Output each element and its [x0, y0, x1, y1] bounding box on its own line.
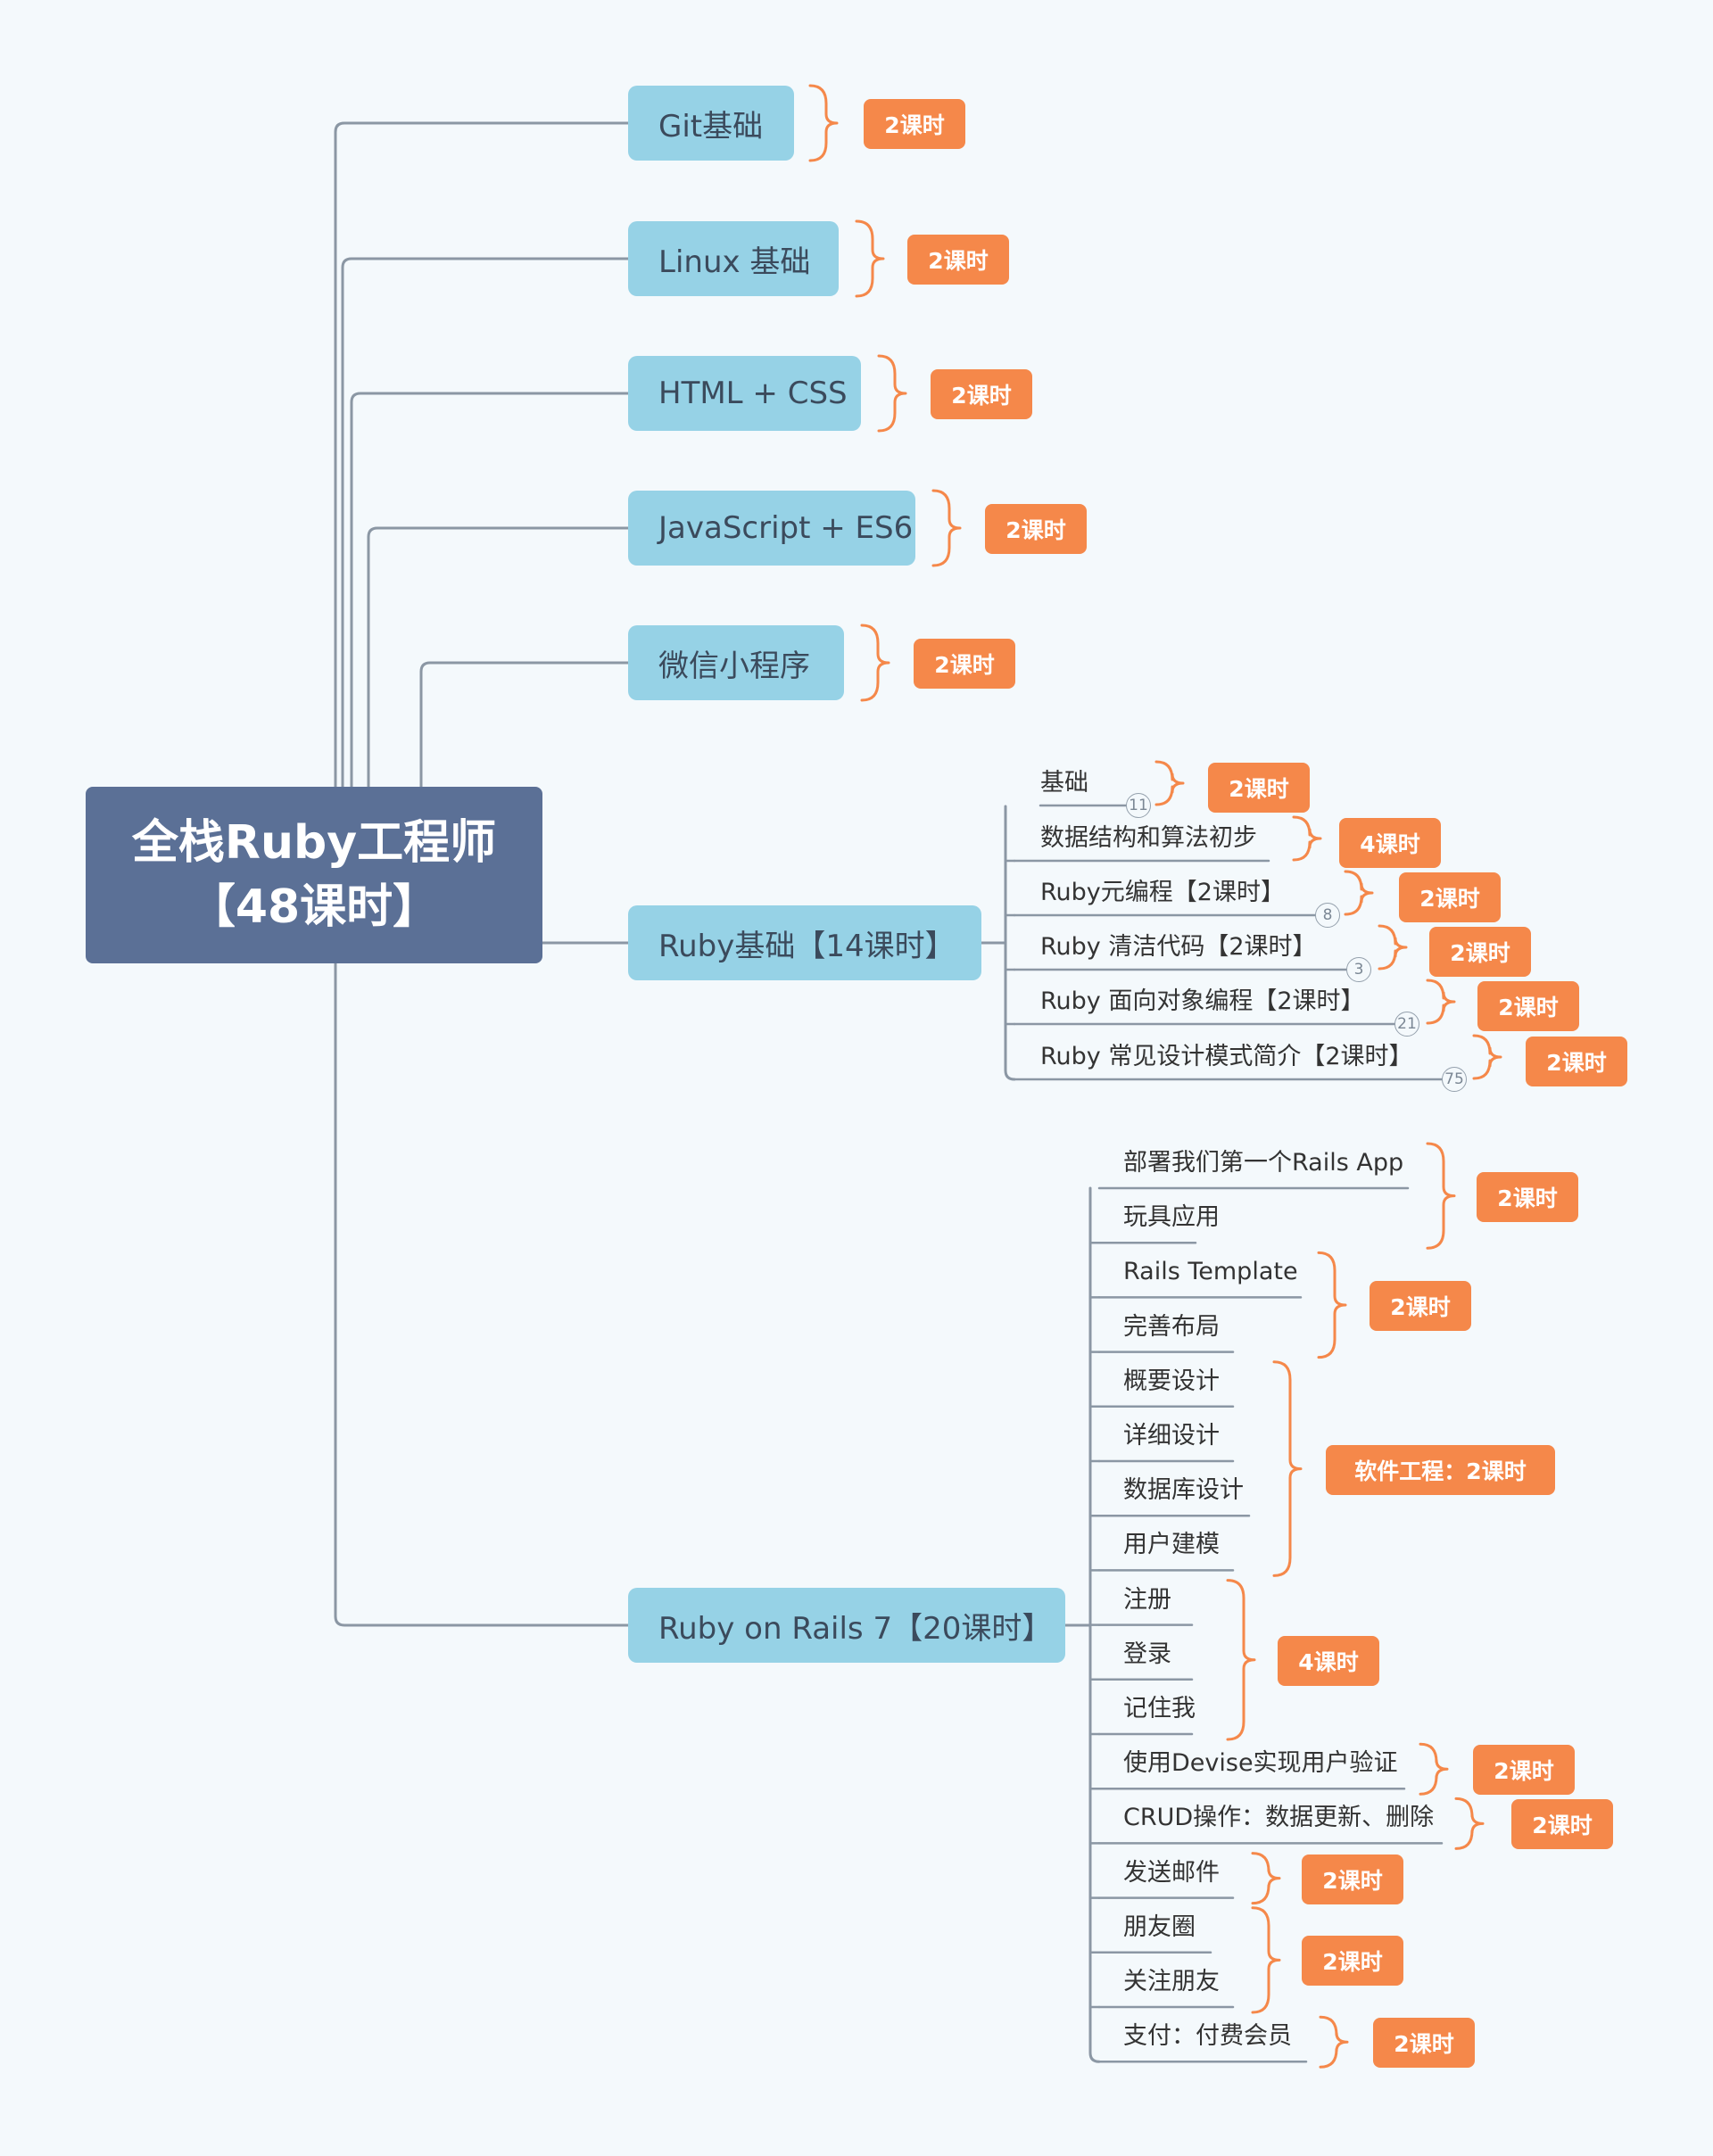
- root-hours: 【48课时】: [188, 880, 440, 934]
- branch-3-hours-tag: 2课时: [985, 504, 1087, 554]
- branch-2-node: HTML + CSS: [628, 356, 861, 431]
- ruby-basic-item-2-hours-tag: 2课时: [1399, 872, 1501, 922]
- ruby-basic-item-0: 基础: [1040, 769, 1088, 797]
- rails-item-14: 朋友圈: [1123, 1912, 1196, 1941]
- branch-0-brace: [808, 84, 839, 162]
- ruby-basic-item-5-badge: 75: [1442, 1067, 1467, 1092]
- rails-group-1-brace: [1317, 1251, 1347, 1359]
- rails-group-4-hours-tag: 2课时: [1473, 1745, 1575, 1796]
- rails-item-12: CRUD操作：数据更新、删除: [1123, 1804, 1435, 1832]
- rails-group-1-hours-tag: 2课时: [1370, 1281, 1471, 1331]
- ruby-basic-item-0-badge: 11: [1126, 793, 1151, 818]
- rails-item-11: 使用Devise实现用户验证: [1123, 1749, 1398, 1778]
- branch-1-node: Linux 基础: [628, 221, 839, 296]
- branch-2-connector: [350, 392, 630, 791]
- ruby-basic-item-5: Ruby 常见设计模式简介【2课时】: [1040, 1043, 1413, 1070]
- ruby-basic-item-4-badge: 21: [1394, 1012, 1419, 1037]
- ruby-basic-item-3-brace: [1378, 924, 1408, 971]
- ruby-basic-item-3: Ruby 清洁代码【2课时】: [1040, 933, 1317, 961]
- rails-item-10: 记住我: [1123, 1695, 1196, 1722]
- rails-group-8-hours-tag: 2课时: [1373, 2018, 1475, 2069]
- rails-item-8: 注册: [1123, 1585, 1171, 1614]
- rails-item-1: 玩具应用: [1123, 1203, 1220, 1232]
- ruby-basic-item-3-hours-tag: 2课时: [1429, 927, 1531, 977]
- rails-group-2-hours-tag: 软件工程：2课时: [1326, 1444, 1555, 1495]
- ruby-basic-item-4: Ruby 面向对象编程【2课时】: [1040, 987, 1365, 1015]
- ruby-basic-item-1-brace: [1292, 815, 1322, 862]
- rails-item-5: 详细设计: [1123, 1422, 1220, 1450]
- rails-group-2-brace: [1272, 1360, 1303, 1577]
- rails-group-4-brace: [1419, 1742, 1449, 1796]
- rails-item-9: 登录: [1123, 1640, 1171, 1668]
- ruby-basic-item-1: 数据结构和算法初步: [1040, 824, 1257, 852]
- root-node: 全栈Ruby工程师【48课时】: [86, 787, 542, 963]
- rails-group-5-brace: [1454, 1797, 1485, 1850]
- branch-5-node: Ruby基础【14课时】: [628, 905, 981, 980]
- root-title: 全栈Ruby工程师: [131, 816, 497, 870]
- ruby-basic-item-3-badge: 3: [1346, 957, 1371, 982]
- ruby-basic-item-1-hours-tag: 4课时: [1339, 818, 1441, 868]
- rails-item-2: Rails Template: [1123, 1258, 1298, 1286]
- branch-3-node: JavaScript + ES6: [628, 491, 915, 566]
- rails-item-13: 发送邮件: [1123, 1858, 1220, 1887]
- branch-2-brace: [877, 354, 907, 433]
- ruby-basic-item-4-brace: [1426, 979, 1456, 1025]
- ruby-basic-item-5-brace: [1472, 1034, 1502, 1080]
- rails-item-4: 概要设计: [1123, 1367, 1220, 1395]
- branch-4-node: 微信小程序: [628, 625, 844, 700]
- rails-item-3: 完善布局: [1123, 1312, 1220, 1341]
- ruby-basic-item-2-brace: [1344, 870, 1374, 916]
- rails-item-6: 数据库设计: [1123, 1476, 1244, 1505]
- ruby-basic-spine: [1004, 805, 1016, 1081]
- ruby-basic-item-2: Ruby元编程【2课时】: [1040, 879, 1285, 906]
- rails-item-0: 部署我们第一个Rails App: [1123, 1149, 1404, 1177]
- rails-group-0-brace: [1426, 1142, 1456, 1250]
- rails-group-0-hours-tag: 2课时: [1477, 1171, 1578, 1222]
- branch-0-connector: [334, 121, 630, 791]
- ruby-basic-item-0-brace: [1154, 760, 1185, 806]
- rails-group-7-brace: [1251, 1906, 1281, 2014]
- branch-1-connector: [341, 257, 630, 791]
- branch-1-brace: [855, 219, 885, 298]
- ruby-basic-item-5-hours-tag: 2课时: [1526, 1037, 1627, 1086]
- rails-group-3-hours-tag: 4课时: [1278, 1635, 1379, 1686]
- rails-item-15: 关注朋友: [1123, 1968, 1220, 1995]
- rails-item-16: 支付：付费会员: [1123, 2022, 1292, 2051]
- branch-0-node: Git基础: [628, 86, 794, 161]
- rails-group-6-hours-tag: 2课时: [1302, 1854, 1403, 1904]
- rails-spine: [1088, 1186, 1101, 2063]
- ruby-basic-item-2-badge: 8: [1315, 903, 1340, 928]
- branch-0-hours-tag: 2课时: [864, 99, 965, 149]
- rails-group-7-hours-tag: 2课时: [1302, 1936, 1403, 1987]
- branch-6-connector: [334, 962, 630, 1627]
- branch-6-node: Ruby on Rails 7【20课时】: [628, 1588, 1065, 1663]
- rails-group-3-brace: [1226, 1579, 1256, 1741]
- ruby-basic-item-0-hours-tag: 2课时: [1208, 763, 1310, 813]
- branch-3-brace: [931, 489, 962, 567]
- rails-group-8-brace: [1319, 2015, 1349, 2069]
- branch-4-hours-tag: 2课时: [914, 639, 1015, 689]
- branch-3-connector: [367, 526, 630, 791]
- rails-group-5-hours-tag: 2课时: [1511, 1799, 1613, 1850]
- branch-4-brace: [860, 624, 890, 702]
- branch-4-connector: [419, 661, 630, 791]
- rails-item-7: 用户建模: [1123, 1531, 1220, 1559]
- ruby-basic-item-4-hours-tag: 2课时: [1477, 981, 1579, 1031]
- branch-1-hours-tag: 2课时: [907, 235, 1009, 285]
- rails-group-6-brace: [1251, 1852, 1281, 1905]
- branch-2-hours-tag: 2课时: [931, 369, 1032, 419]
